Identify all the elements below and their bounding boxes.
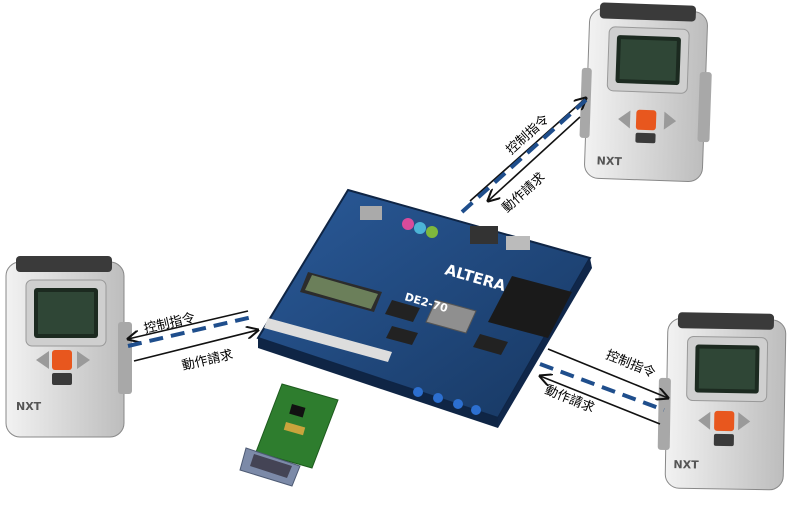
link-top-right: 控制指令 動作請求 [460, 98, 586, 216]
nxt-brick-top-right: NXT [579, 2, 712, 183]
fpga-chip [425, 299, 477, 334]
link-left: 控制指令 動作請求 [128, 310, 258, 374]
serial-module [239, 383, 339, 487]
link-request-label: 動作請求 [500, 170, 549, 216]
link-command-label: 控制指令 [604, 348, 658, 381]
lcd-display [300, 272, 382, 312]
nxt-label: NXT [596, 154, 622, 168]
nxt-label: NXT [673, 458, 699, 471]
nxt-brick-left: NXT [5, 256, 132, 438]
nxt-brick-bottom-right: NXT [657, 312, 787, 491]
link-bottom-right: 控制指令 動作請求 [540, 348, 668, 425]
nxt-label: NXT [16, 400, 42, 413]
link-request-label: 動作請求 [181, 348, 235, 374]
link-command-label: 控制指令 [143, 311, 197, 337]
fpga-board: ALTERA DE2-70 [256, 188, 592, 428]
gpio-header [488, 276, 572, 338]
